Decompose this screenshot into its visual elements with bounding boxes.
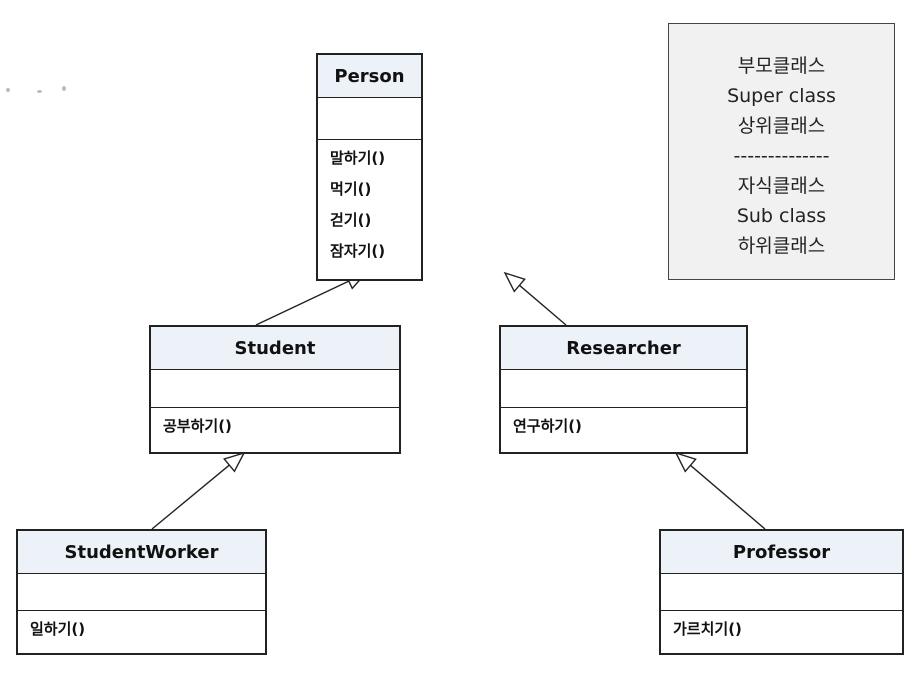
legend-parent-ko: 부모클래스 — [737, 55, 826, 77]
class-person[interactable]: Person 말하기() 먹기() 걷기() 잠자기() — [316, 53, 423, 281]
class-student[interactable]: Student 공부하기() — [149, 325, 401, 454]
inheritance-line — [689, 464, 766, 530]
operations-compartment: 연구하기() — [501, 408, 746, 441]
legend-child-ko: 자식클래스 — [737, 175, 826, 197]
inheritance-line — [151, 464, 230, 530]
class-name: Person — [318, 55, 421, 98]
generalization-arrowhead — [223, 451, 246, 473]
legend-parent-en: Super class — [727, 85, 836, 107]
operation: 걷기() — [330, 211, 372, 229]
legend-child-en: Sub class — [736, 205, 827, 227]
operation: 말하기() — [330, 149, 386, 167]
operation: 먹기() — [330, 180, 372, 198]
attributes-compartment — [661, 574, 902, 611]
inheritance-line — [255, 280, 350, 326]
operation: 일하기() — [30, 620, 86, 638]
operation: 가르치기() — [673, 620, 742, 638]
operation: 공부하기() — [163, 417, 232, 435]
image-speck — [62, 86, 66, 91]
class-name: StudentWorker — [18, 531, 265, 574]
operations-compartment: 가르치기() — [661, 611, 902, 644]
class-researcher[interactable]: Researcher 연구하기() — [499, 325, 748, 454]
class-name: Professor — [661, 531, 902, 574]
generalization-arrowhead — [503, 271, 526, 293]
operations-compartment: 일하기() — [18, 611, 265, 644]
legend-parent-ko2: 상위클래스 — [737, 115, 826, 137]
class-name: Student — [151, 327, 399, 370]
class-studentworker[interactable]: StudentWorker 일하기() — [16, 529, 267, 655]
generalization-arrowhead — [674, 451, 697, 473]
class-professor[interactable]: Professor 가르치기() — [659, 529, 904, 655]
legend-child-ko2: 하위클래스 — [737, 235, 826, 257]
legend-box: 부모클래스 Super class 상위클래스 -------------- 자… — [668, 23, 895, 280]
operation: 잠자기() — [330, 242, 386, 260]
operations-compartment: 공부하기() — [151, 408, 399, 441]
class-name: Researcher — [501, 327, 746, 370]
operation: 연구하기() — [513, 417, 582, 435]
inheritance-line — [519, 284, 567, 326]
image-speck — [6, 88, 10, 92]
attributes-compartment — [18, 574, 265, 611]
attributes-compartment — [501, 370, 746, 408]
attributes-compartment — [151, 370, 399, 408]
legend-separator: -------------- — [733, 145, 830, 167]
image-speck — [37, 90, 42, 93]
operations-compartment: 말하기() 먹기() 걷기() 잠자기() — [318, 140, 421, 267]
attributes-compartment — [318, 98, 421, 140]
